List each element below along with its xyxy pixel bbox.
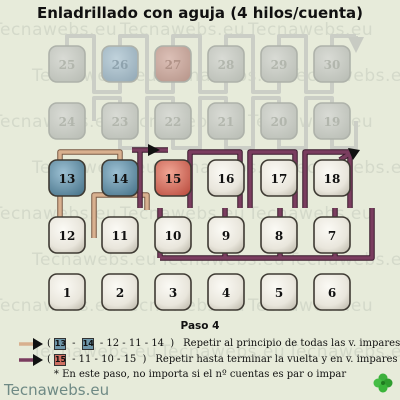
bead-27: 27 xyxy=(154,45,192,83)
bead-label: 3 xyxy=(169,286,177,300)
bead-19: 19 xyxy=(313,102,351,140)
bead-11: 11 xyxy=(101,216,139,254)
bead-7: 7 xyxy=(313,216,351,254)
bead-label: 2 xyxy=(116,286,124,300)
legend-sequence-text: - 11 - 10 - 15 xyxy=(68,354,140,365)
bead-9: 9 xyxy=(207,216,245,254)
bead-16: 16 xyxy=(207,159,245,197)
note: * En este paso, no importa si el nº cuen… xyxy=(53,369,347,380)
clover-icon xyxy=(373,373,393,393)
bead-14: 14 xyxy=(101,159,139,197)
bead-3: 3 xyxy=(154,273,192,311)
bead-label: 17 xyxy=(271,172,288,186)
bead-20: 20 xyxy=(260,102,298,140)
legend-description: Repetir al principio de todas las v. imp… xyxy=(183,338,400,349)
thread-arrow xyxy=(348,148,360,160)
bead-label: 16 xyxy=(218,172,235,186)
legend-sequence-text: - xyxy=(68,338,79,349)
legend-bead-swatch: 14 xyxy=(81,337,94,350)
bead-2: 2 xyxy=(101,273,139,311)
purple-thread-arrow-icon xyxy=(19,353,43,366)
bead-label: 19 xyxy=(324,115,341,129)
bead-5: 5 xyxy=(260,273,298,311)
bead-15: 15 xyxy=(154,159,192,197)
bead-21: 21 xyxy=(207,102,245,140)
bead-label: 10 xyxy=(165,229,182,243)
bead-26: 26 xyxy=(101,45,139,83)
bead-label: 24 xyxy=(59,115,76,129)
bead-8: 8 xyxy=(260,216,298,254)
bead-label: 7 xyxy=(328,229,336,243)
thread-arrow xyxy=(148,144,160,156)
legend-line: (13 - 14 - 12 - 11 - 14 ) Repetir al prin… xyxy=(18,337,400,350)
bead-label: 15 xyxy=(165,172,182,186)
legend-paren: ) xyxy=(142,354,147,365)
bead-18: 18 xyxy=(313,159,351,197)
legend-paren: ( xyxy=(47,354,51,365)
bead-label: 20 xyxy=(271,115,288,129)
step-label: Paso 4 xyxy=(180,320,220,332)
legend-bead-swatch: 15 xyxy=(53,353,67,366)
bead-label: 27 xyxy=(165,58,182,72)
bead-label: 13 xyxy=(59,172,76,186)
bead-label: 21 xyxy=(218,115,235,129)
brand-text: Tecnawebs.eu xyxy=(4,381,110,399)
bead-label: 1 xyxy=(63,286,71,300)
bead-label: 8 xyxy=(275,229,283,243)
tan-thread-arrow-icon xyxy=(19,337,43,350)
bead-17: 17 xyxy=(260,159,298,197)
legend-paren: ) xyxy=(170,338,175,349)
page-title: Enladrillado con aguja (4 hilos/cuenta) xyxy=(36,4,363,22)
bead-label: 6 xyxy=(328,286,336,300)
bead-13: 13 xyxy=(48,159,86,197)
bead-label: 29 xyxy=(271,58,288,72)
legend-sequence-text: - 12 - 11 - 14 xyxy=(96,338,168,349)
bead-6: 6 xyxy=(313,273,351,311)
bead-29: 29 xyxy=(260,45,298,83)
legend-description: Repetir hasta terminar la vuelta y en v.… xyxy=(155,354,398,365)
bead-label: 14 xyxy=(112,172,129,186)
bead-label: 9 xyxy=(222,229,230,243)
bead-10: 10 xyxy=(154,216,192,254)
bead-label: 11 xyxy=(112,229,129,243)
bead-label: 25 xyxy=(59,58,76,72)
bead-label: 4 xyxy=(222,286,230,300)
bead-30: 30 xyxy=(313,45,351,83)
bead-4: 4 xyxy=(207,273,245,311)
bead-24: 24 xyxy=(48,102,86,140)
bead-28: 28 xyxy=(207,45,245,83)
bead-12: 12 xyxy=(48,216,86,254)
legend-bead-swatch: 13 xyxy=(53,337,67,350)
bead-label: 28 xyxy=(218,58,235,72)
bead-1: 1 xyxy=(48,273,86,311)
bead-label: 23 xyxy=(112,115,129,129)
bead-label: 5 xyxy=(275,286,283,300)
bead-label: 18 xyxy=(324,172,341,186)
bead-25: 25 xyxy=(48,45,86,83)
bead-23: 23 xyxy=(101,102,139,140)
bead-label: 30 xyxy=(324,58,341,72)
bead-22: 22 xyxy=(154,102,192,140)
legend-line: (15 - 11 - 10 - 15 ) Repetir hasta termin… xyxy=(18,353,398,366)
bead-label: 12 xyxy=(59,229,76,243)
bead-label: 26 xyxy=(112,58,129,72)
bead-label: 22 xyxy=(165,115,182,129)
legend-paren: ( xyxy=(47,338,51,349)
